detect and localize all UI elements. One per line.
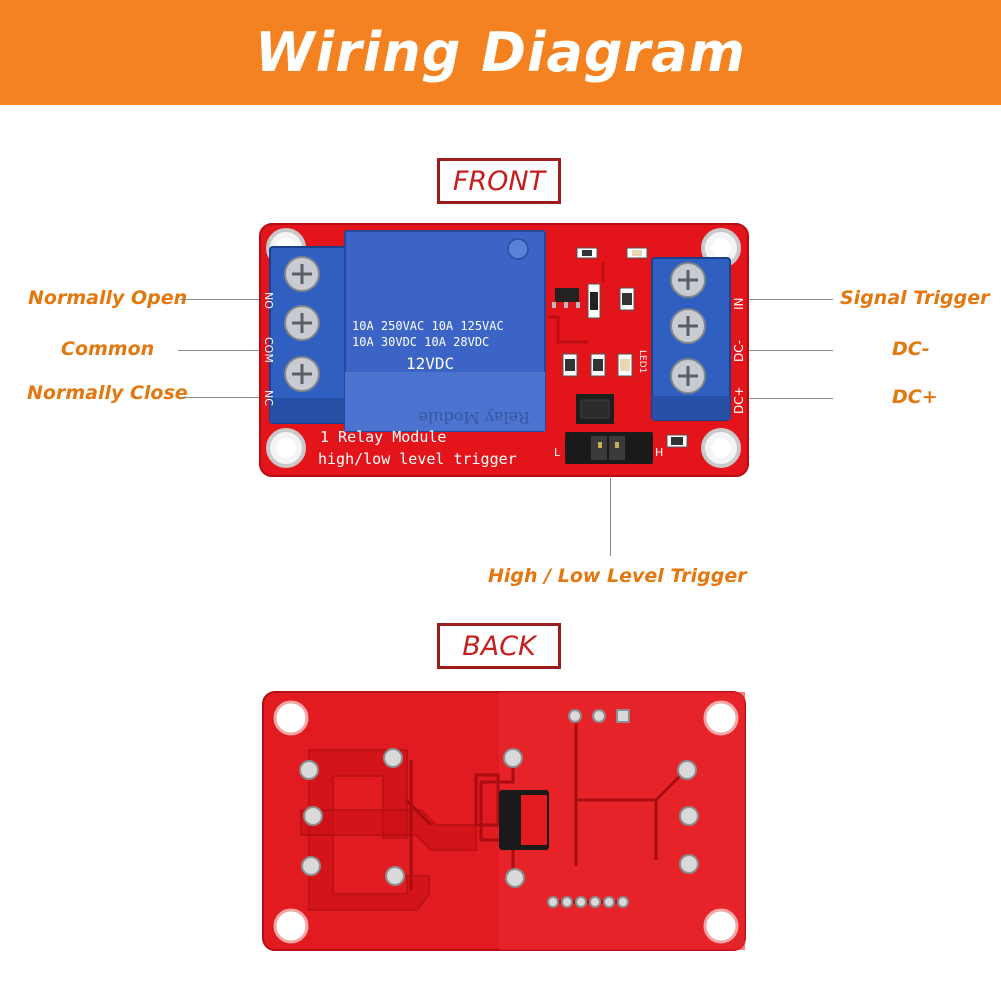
back-label-text: BACK [462,630,536,662]
relay: 10A 250VAC 10A 125VAC 10A 30VDC 10A 28VD… [344,230,546,432]
pin-label-dc-plus: DC+ [732,386,746,414]
mounting-holes-back [273,700,739,944]
module-line-2: high/low level trigger [318,450,517,468]
leader-dc-minus [748,350,833,351]
pin-label-dc-minus: DC- [732,340,746,362]
dc-plus-label: DC+ [892,386,938,408]
page-title: Wiring Diagram [255,21,746,84]
jumper-label-l: L [554,446,561,459]
relay-voltage: 12VDC [406,354,454,373]
relay-traces [300,749,477,911]
jumper-label-h: H [655,446,663,459]
normally-open-label: Normally Open [28,287,188,309]
leader-normally-close [180,397,270,398]
normally-close-label: Normally Close [27,382,188,404]
led-label: LED1 [637,350,647,373]
smd-components: LED1 [552,247,688,448]
back-label: BACK [437,623,561,669]
left-terminal-block [269,246,349,424]
pin-label-in: IN [732,297,746,310]
jumper-area: L H [554,394,663,464]
front-label-text: FRONT [452,165,546,197]
relay-module-front: NO COM NC 10A 250VAC 10A 125VAC 10A 30VD… [259,223,749,477]
dc-minus-label: DC- [892,338,930,360]
pin-label-no: NO [262,292,275,309]
common-label: Common [61,338,155,360]
pin-label-com: COM [262,337,275,363]
right-terminal-block [651,257,731,421]
relay-module-back [262,691,746,951]
leader-level-trigger [610,478,611,556]
signal-trigger-label: Signal Trigger [840,287,990,309]
pin-label-nc: NC [262,390,275,406]
module-line-1: 1 Relay Module [320,428,446,446]
level-trigger-label: High / Low Level Trigger [488,565,747,587]
leader-dc-plus [748,398,833,399]
front-label: FRONT [437,158,561,204]
relay-rating-2: 10A 30VDC 10A 28VDC [352,335,489,349]
title-banner: Wiring Diagram [0,0,1001,105]
solder-pads [299,709,699,908]
relay-rating-1: 10A 250VAC 10A 125VAC [352,319,504,333]
leader-normally-open [180,299,270,300]
leader-common [178,350,270,351]
relay-mirror-text: Relay Module [419,408,530,427]
leader-signal-trigger [748,299,833,300]
